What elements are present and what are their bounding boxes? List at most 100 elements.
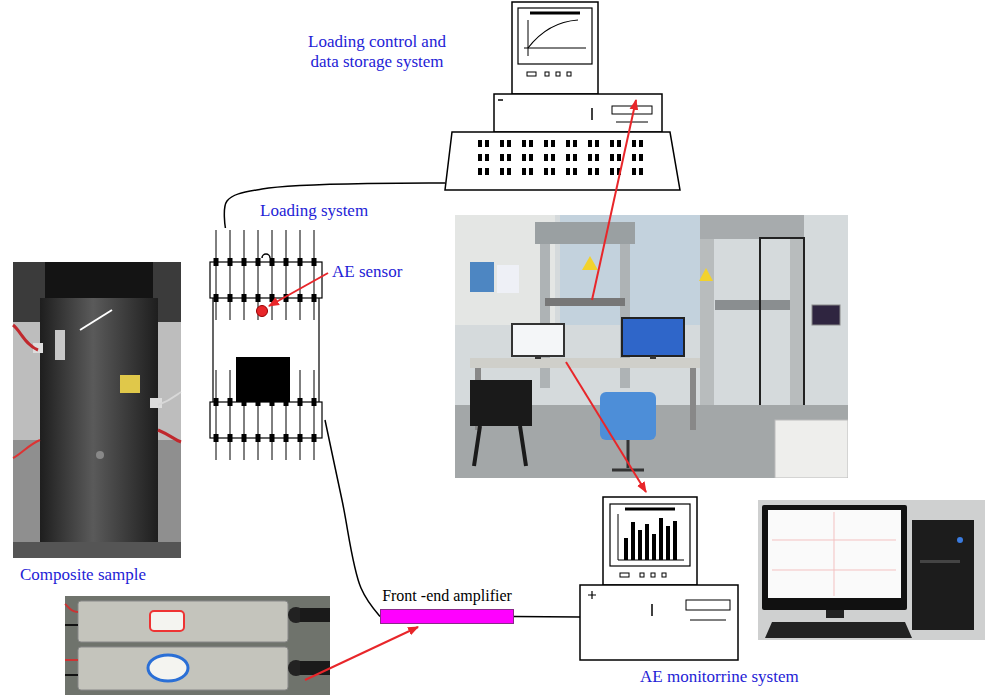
sample-photo	[13, 262, 181, 558]
computer-icon	[618, 514, 684, 560]
monitor-photo	[758, 500, 985, 640]
sample-photo	[80, 310, 112, 330]
pointer-arrow	[592, 100, 636, 300]
monitor-photo	[912, 520, 974, 630]
monitor-photo	[920, 560, 960, 563]
computer-icon	[620, 573, 629, 577]
pointer-arrow	[566, 362, 646, 492]
node-label: Front -end amplifier	[382, 587, 512, 605]
computer-icon	[690, 620, 726, 621]
lab-photo	[582, 256, 598, 270]
lab-photo	[497, 265, 519, 293]
lab-photo	[790, 215, 804, 420]
amplifier-photo	[65, 659, 78, 661]
node-label: AE monitorrine system	[640, 667, 799, 687]
computer-icon	[659, 518, 663, 560]
computer-icon	[625, 508, 675, 511]
loading-frame	[210, 230, 322, 320]
pointer-arrow	[305, 627, 418, 680]
sensor-label: AE sensor	[332, 262, 402, 282]
amplifier-photo	[300, 608, 330, 622]
node-label: Composite sample	[20, 565, 146, 585]
computer-node: Loading control and data storage system	[445, 0, 680, 190]
computer-icon	[498, 99, 503, 101]
label-holder: AE sensor	[332, 262, 402, 282]
computer-icon	[527, 72, 536, 76]
monitor-photo	[758, 500, 985, 640]
computer-icon	[645, 524, 649, 560]
monitor-photo	[826, 610, 844, 618]
computer-node: AE monitorrine system	[580, 495, 740, 663]
node-label: Loading system	[260, 201, 368, 221]
lab-photo	[700, 215, 714, 420]
computer-icon	[666, 526, 670, 560]
amplifier-photo	[65, 674, 78, 676]
computer-icon	[631, 522, 635, 560]
loading-frame	[210, 230, 322, 460]
amplifier-photo	[65, 596, 330, 695]
node-label: Loading control and data storage system	[292, 32, 462, 71]
amplifier-photo	[78, 601, 288, 642]
computer-icon	[662, 573, 666, 577]
computer-icon	[530, 12, 580, 15]
computer-icon	[686, 600, 730, 610]
monitor-photo	[765, 622, 912, 638]
sample-photo	[158, 430, 181, 442]
computer-icon	[478, 140, 654, 180]
sample-photo	[13, 440, 40, 458]
computer-icon	[591, 108, 593, 120]
computer-icon	[580, 585, 738, 660]
cable-line	[514, 616, 580, 618]
computer-icon	[651, 573, 655, 577]
lab-photo	[455, 215, 848, 478]
computer-icon	[640, 573, 644, 577]
amplifier-photo	[148, 655, 188, 681]
amplifier-photo	[300, 661, 330, 675]
computer-icon	[556, 72, 560, 76]
computer-icon	[652, 534, 656, 560]
lab-photo	[700, 215, 804, 239]
monitor-photo	[957, 537, 963, 543]
lab-photo	[690, 368, 696, 430]
computer-icon	[673, 521, 677, 560]
cable-line	[325, 420, 380, 617]
lab-photo	[812, 305, 840, 325]
computer-icon	[588, 591, 596, 599]
lab-photo	[699, 268, 713, 281]
sample-photo	[40, 298, 158, 548]
amplifier-photo	[65, 604, 78, 612]
computer-icon	[545, 72, 549, 76]
lab-photo	[775, 420, 848, 478]
monitor-photo	[772, 512, 896, 596]
sample-photo	[13, 325, 38, 350]
computer-icon	[612, 106, 652, 114]
lab-photo	[455, 215, 848, 478]
loading-frame-node: Loading system	[205, 228, 325, 465]
loading-frame	[257, 306, 268, 317]
lab-photo	[512, 324, 564, 356]
computer-icon	[518, 8, 592, 64]
computer-icon	[567, 72, 571, 76]
lab-photo	[535, 222, 635, 244]
monitor-photo	[768, 510, 901, 598]
amplifier-photo	[65, 596, 330, 695]
lab-photo	[470, 358, 700, 368]
sample-photo	[120, 375, 140, 393]
lab-photo	[622, 318, 684, 356]
computer-icon	[610, 504, 690, 566]
lab-photo	[650, 356, 656, 359]
computer-icon	[624, 538, 628, 560]
loading-frame	[213, 298, 319, 402]
amplifier-bar: Front -end amplifier	[380, 609, 514, 624]
computer-icon	[524, 20, 586, 56]
sample-photo	[158, 392, 181, 405]
sample-photo	[150, 398, 162, 408]
sample-photo	[96, 451, 104, 459]
amplifier-photo	[65, 624, 78, 626]
amplifier-photo	[150, 611, 184, 631]
monitor-photo	[762, 505, 907, 610]
lab-photo	[535, 356, 541, 359]
sample-photo	[45, 262, 153, 300]
computer-icon	[494, 94, 662, 132]
